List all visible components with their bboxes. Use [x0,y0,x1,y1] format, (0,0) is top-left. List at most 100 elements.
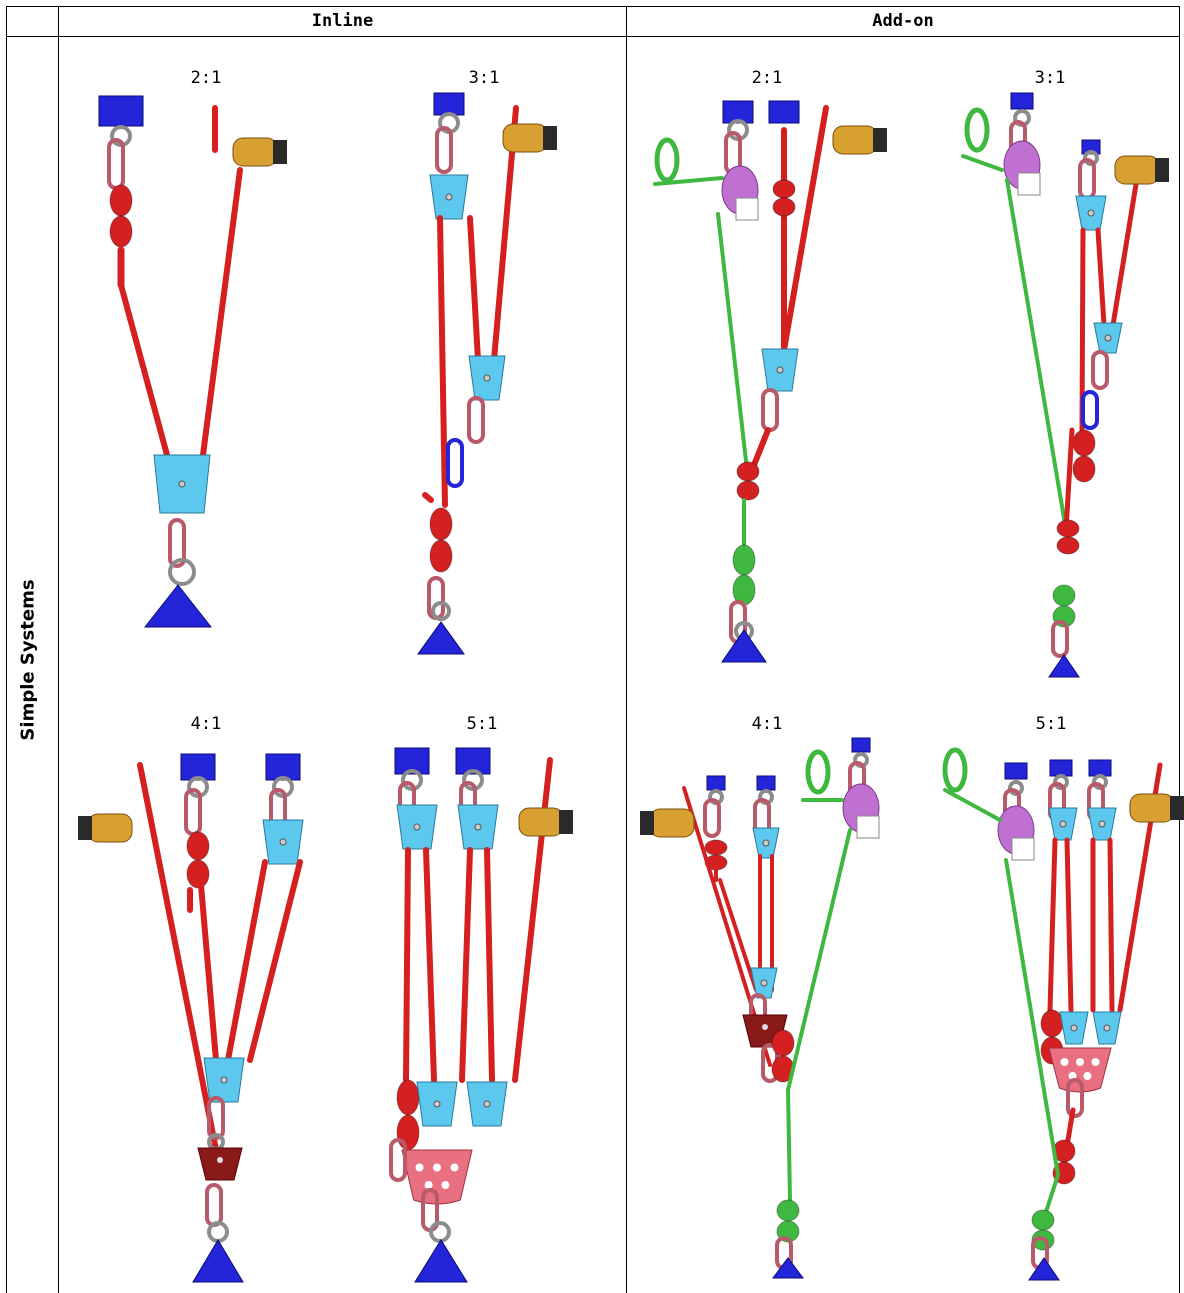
carabiner-icon [205,1183,223,1227]
table-header-divider [6,36,1180,37]
rigging-plate-hole-icon [450,1163,459,1172]
carabiner-icon [703,798,721,838]
figure-eight-knot-icon [109,215,133,248]
glove-hand-icon [518,807,564,837]
carabiner-icon [761,388,779,432]
ratio-label-inline-4-1: 4:1 [190,714,222,734]
rope-segment [1004,858,1060,1177]
carabiner-icon [168,518,186,568]
glove-hand-icon [87,813,133,843]
table-divider-label [58,6,59,1293]
anchor-block-icon [1049,759,1073,777]
pulley-axle-icon [762,839,770,847]
carabiner-icon [1081,390,1099,430]
anchor-triangle-icon [143,584,213,628]
rope-segment [786,828,852,1092]
anchor-block-icon [706,775,726,791]
glove-hand-icon [502,123,548,153]
ring-icon [429,1221,451,1243]
anchor-block-icon [98,95,144,127]
table-border-right [1179,6,1180,1293]
anchor-block-icon [265,753,301,781]
figure-eight-knot-icon [1040,1009,1064,1038]
glove-hand-icon [649,808,695,838]
pulley-axle-icon [474,823,482,831]
carabiner-icon [389,1138,407,1182]
figure-eight-knot-icon [736,461,760,482]
rope-segment [118,282,170,458]
ring-icon [1053,774,1069,790]
carabiner-icon [207,1096,225,1140]
rigging-plate-hole-icon [441,1181,450,1189]
figure-eight-knot-icon [186,831,210,861]
anchor-block-icon [1010,92,1034,110]
table-border-left [6,6,7,1293]
anchor-block-icon [851,737,871,753]
rope-segment [943,788,1002,822]
ratio-label-inline-2-1: 2:1 [190,68,222,88]
carabiner-icon [435,126,453,174]
figure-eight-knot-icon [732,544,756,576]
glove-cuff-icon [273,140,287,164]
ratio-label-inline-3-1: 3:1 [468,68,500,88]
rigging-plate-hole-icon [1083,1072,1092,1080]
figure-eight-knot-icon [1031,1209,1055,1231]
carabiner-icon [1051,620,1069,658]
figure-eight-knot-icon [396,1114,420,1151]
pulley-axle-icon [220,1076,228,1084]
pulley-axle-icon [1059,820,1067,828]
glove-hand-icon [1114,155,1160,185]
rope-segment [423,847,437,1083]
ring-icon [1083,150,1099,166]
glove-cuff-icon [559,810,573,834]
rigging-plate-hole-icon [1076,1058,1084,1066]
ratio-label-addon-5-1: 5:1 [1035,714,1067,734]
prusik-loop-icon [942,747,968,793]
rope-segment [718,878,758,992]
cam-icon [856,815,880,839]
anchor-triangle-icon [1048,654,1080,678]
glove-cuff-icon [873,128,887,152]
glove-hand-icon [232,137,278,167]
rope-segment [422,492,434,503]
pulley-axle-icon [279,838,287,846]
rope-segment [1043,1173,1060,1217]
anchor-triangle-icon [772,1257,804,1279]
figure-eight-knot-icon [772,179,796,199]
column-header-inline: Inline [311,11,374,31]
dark-pulley-icon [197,1147,243,1181]
carabiner-icon [467,396,485,444]
anchor-triangle-icon [1028,1257,1060,1281]
rope-segment [198,882,219,1063]
pulley-axle-icon [762,1024,768,1030]
pulley-axle-icon [433,1100,441,1108]
figure-eight-knot-icon [736,480,760,501]
figure-eight-knot-icon [1072,455,1096,483]
pulley-axle-icon [217,1157,223,1163]
anchor-block-icon [433,92,465,116]
carabiner-icon [1066,1078,1084,1118]
ratio-label-addon-3-1: 3:1 [1034,68,1066,88]
figure-eight-knot-icon [109,184,133,217]
pulley-axle-icon [760,979,768,987]
figure-eight-knot-icon [1056,536,1080,555]
pulley-axle-icon [1098,820,1106,828]
ratio-label-inline-5-1: 5:1 [466,714,498,734]
carabiner-icon [107,138,125,190]
anchor-triangle-icon [721,629,767,663]
rope-segment [1063,427,1075,533]
anchor-block-icon [1088,759,1112,777]
rope-segment [781,105,829,353]
rope-segment [403,847,411,1083]
figure-eight-knot-icon [771,1029,795,1057]
pulley-axle-icon [776,366,784,374]
cam-icon [1017,172,1041,196]
prusik-loop-icon [654,137,680,183]
rope-segment [1005,178,1068,532]
figure-eight-knot-icon [704,839,728,856]
rope-segment [247,859,303,1063]
rope-segment [653,176,724,186]
prusik-loop-icon [964,107,990,153]
anchor-triangle-icon [414,1239,468,1283]
